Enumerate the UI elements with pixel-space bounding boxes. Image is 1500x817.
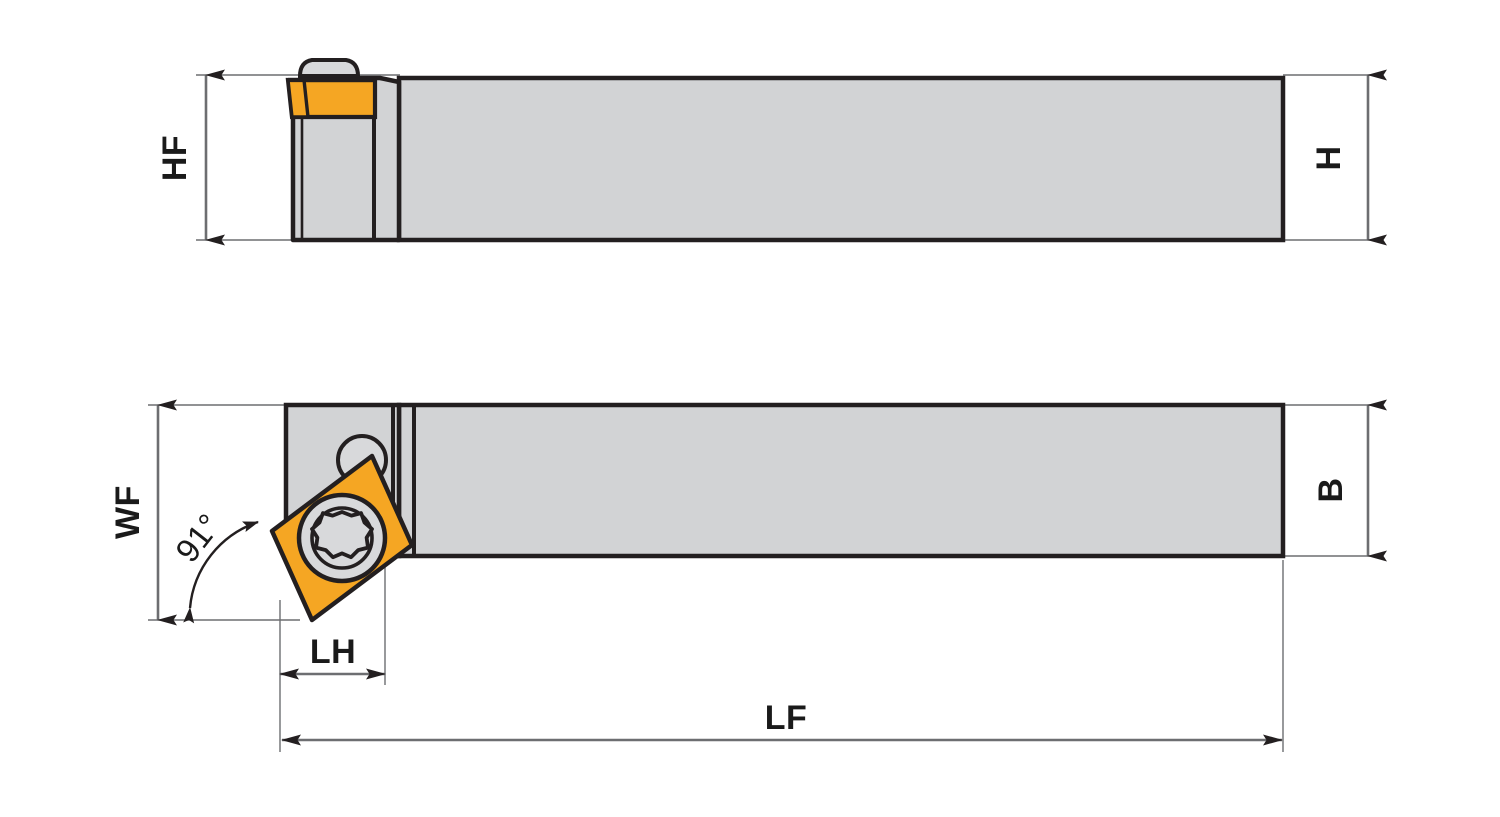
side-view-screw-head xyxy=(297,58,361,78)
dimension-label-h: H xyxy=(1310,145,1348,170)
dimension-label-lf: LF xyxy=(765,699,808,737)
dimension-label-hf: HF xyxy=(156,135,194,181)
lead-angle-arc xyxy=(183,520,259,624)
top-view-group: 91° WF B LH LF xyxy=(109,399,1387,752)
side-view-shank-body xyxy=(396,75,1286,243)
dimension-label-lh: LH xyxy=(310,633,356,671)
dimension-lf: LF xyxy=(281,699,1283,746)
side-view-group: HF H xyxy=(156,58,1387,246)
top-view-torx-drive xyxy=(310,510,374,560)
dimension-wf: WF xyxy=(109,399,177,626)
side-view-insert-relief-face xyxy=(286,78,310,119)
top-view-shank-body xyxy=(396,402,1286,559)
dimension-hf: HF xyxy=(156,69,225,246)
dimension-label-wf: WF xyxy=(109,485,147,539)
dimension-h: H xyxy=(1310,69,1387,246)
dimension-b: B xyxy=(1312,399,1387,562)
dimension-label-b: B xyxy=(1312,477,1350,502)
dimension-lh: LH xyxy=(279,633,386,680)
